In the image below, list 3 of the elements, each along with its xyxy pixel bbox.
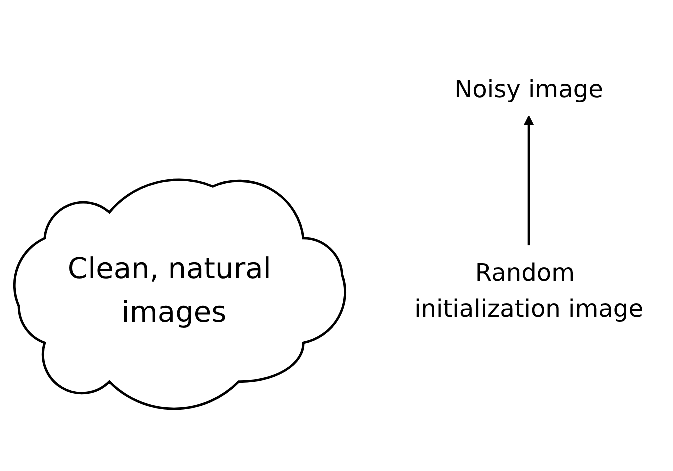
node-text: Noisy image bbox=[454, 74, 604, 104]
arrow bbox=[524, 116, 534, 246]
node-text: Random initialization image bbox=[414, 258, 644, 324]
